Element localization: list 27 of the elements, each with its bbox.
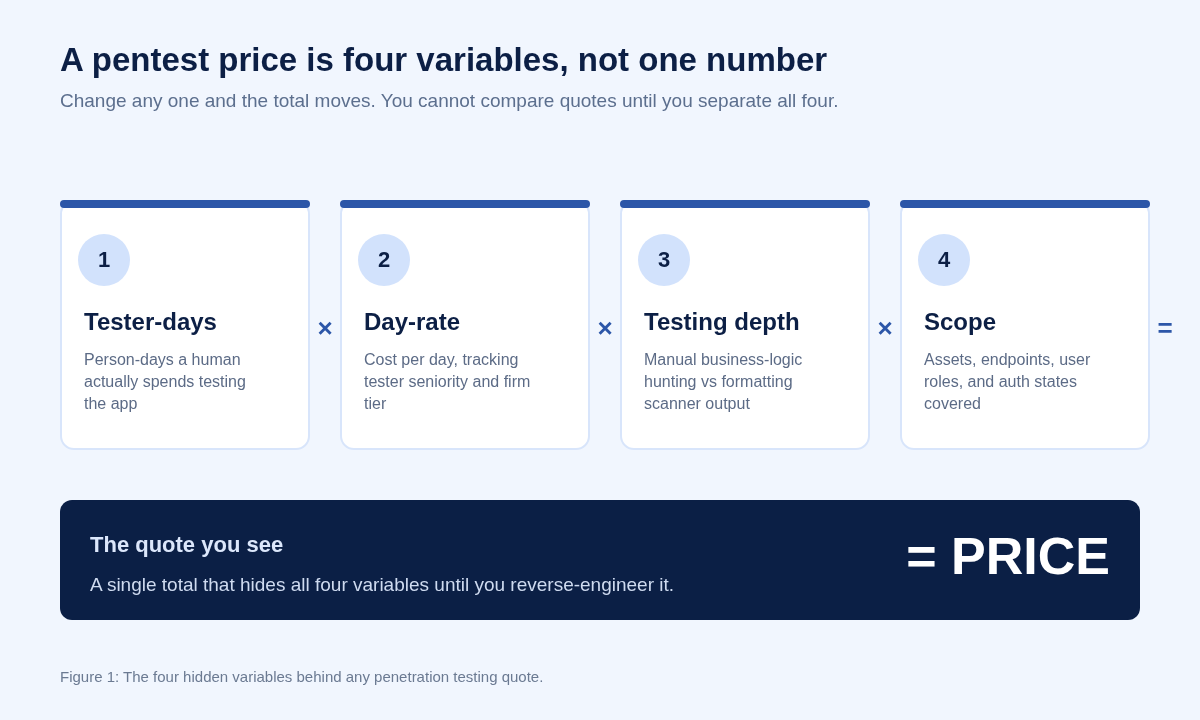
card-heading: Day-rate	[364, 307, 461, 337]
multiply-sign: ×	[596, 313, 614, 343]
subtitle: Change any one and the total moves. You cannot compare quotes until you separate all four.	[60, 89, 839, 113]
card-description: Assets, endpoints, user roles, and auth states covered	[924, 350, 1092, 414]
variable-card	[60, 200, 310, 450]
variable-card	[900, 200, 1150, 450]
variable-card	[620, 200, 870, 450]
card-heading: Tester-days	[84, 307, 217, 337]
card-description: Cost per day, tracking tester seniority and firm tier	[364, 350, 532, 414]
banner-text: A single total that hides all four variables until you reverse-engineer it.	[90, 573, 675, 597]
multiply-sign: ×	[316, 313, 334, 343]
card-heading: Scope	[924, 307, 997, 337]
price-total: = PRICE	[906, 526, 1110, 587]
card-description: Manual business-logic hunting vs formatting scanner output	[644, 350, 804, 414]
step-number: 4	[918, 234, 970, 286]
banner-heading: The quote you see	[90, 531, 284, 559]
step-number: 3	[638, 234, 690, 286]
step-number: 1	[78, 234, 130, 286]
multiply-sign: ×	[876, 313, 894, 343]
card-heading: Testing depth	[644, 307, 800, 337]
title: A pentest price is four variables, not one number	[60, 40, 828, 80]
figure-caption: Figure 1: The four hidden variables behind any penetration testing quote.	[60, 667, 544, 687]
equals-sign: =	[1156, 313, 1174, 343]
variable-card	[340, 200, 590, 450]
step-number: 2	[358, 234, 410, 286]
card-description: Person-days a human actually spends testing the app	[84, 350, 247, 414]
summary-banner	[60, 500, 1140, 620]
